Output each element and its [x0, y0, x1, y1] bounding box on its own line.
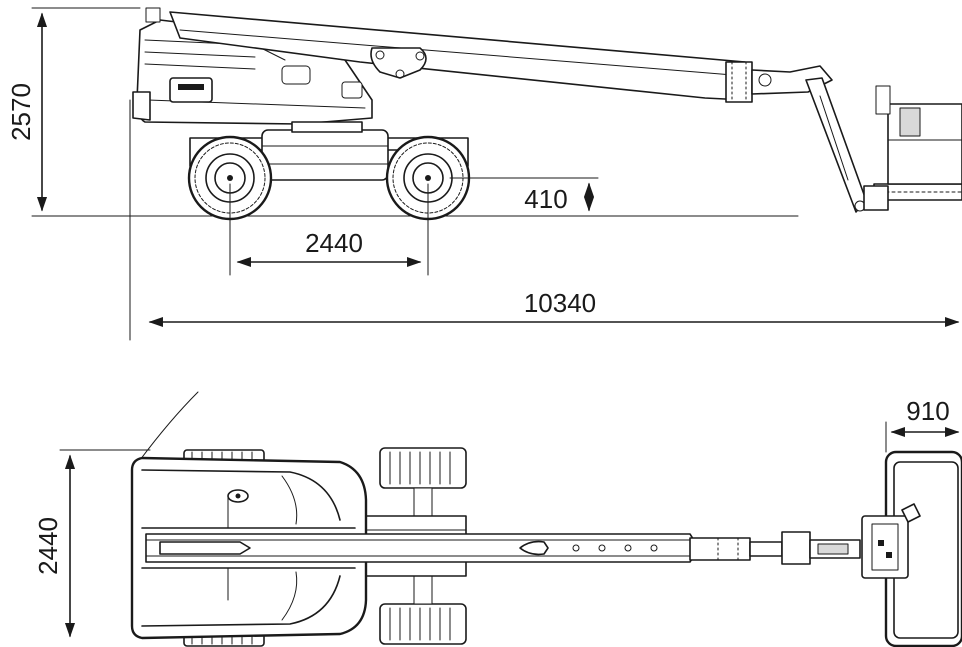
wheelbase-label: 2440 — [305, 228, 363, 258]
top-main-boom — [145, 531, 861, 565]
side-view: 2570 — [6, 7, 962, 341]
platform-depth-label: 910 — [906, 396, 949, 426]
height-dimension-label: 2570 — [6, 83, 36, 141]
length-dimension: 10340 — [148, 288, 960, 328]
top-platform-basket — [861, 450, 962, 647]
top-front-wheels — [379, 447, 467, 645]
jib-arm — [751, 65, 867, 213]
ground-clearance-label: 410 — [524, 184, 567, 214]
top-view: 2440 — [33, 391, 962, 647]
turret-body — [132, 7, 373, 125]
platform-basket — [863, 85, 962, 211]
rear-wheel — [187, 135, 273, 221]
width-label: 2440 — [33, 517, 63, 575]
width-dimension: 2440 — [33, 391, 199, 638]
main-boom — [169, 11, 753, 103]
height-dimension: 2570 — [6, 7, 141, 212]
wheelbase-dimension: 2440 — [229, 183, 429, 276]
length-label: 10340 — [524, 288, 596, 318]
ground-clearance-dimension: 410 — [449, 177, 599, 214]
platform-depth-dimension: 910 — [885, 396, 960, 453]
